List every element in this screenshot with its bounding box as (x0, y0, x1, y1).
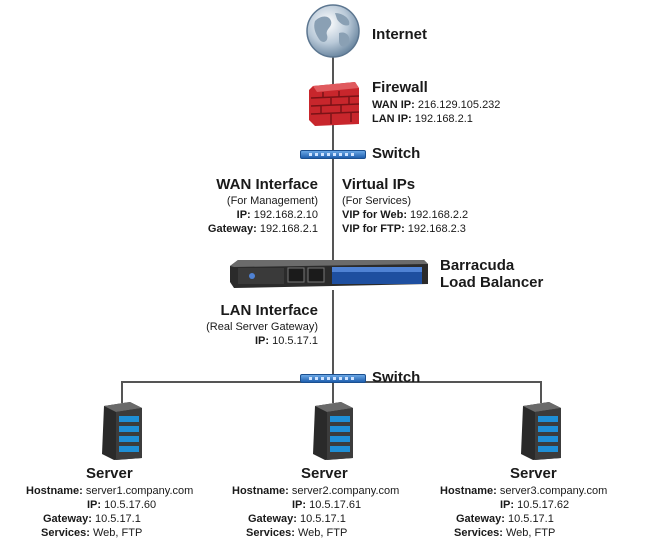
server2-ip: IP: 10.5.17.61 (292, 499, 362, 511)
server2-label: Server (301, 465, 348, 482)
lan-interface-subtitle: (Real Server Gateway) (206, 321, 318, 333)
switch-bottom-icon (300, 374, 366, 383)
vip-web: VIP for Web: 192.168.2.2 (342, 209, 469, 221)
wan-interface-gateway: Gateway: 192.168.2.1 (207, 223, 318, 235)
server1-ip: IP: 10.5.17.60 (87, 499, 157, 511)
wan-interface-block: WAN Interface (For Management) IP: 192.1… (208, 176, 318, 236)
firewall-brick-icon (305, 80, 361, 128)
firewall-lan-ip: LAN IP: 192.168.2.1 (372, 113, 473, 125)
server3-label: Server (510, 465, 557, 482)
server3-hostname: Hostname: server3.company.com (440, 485, 608, 497)
virtual-ips-title: Virtual IPs (342, 176, 416, 193)
server3-services: Services: Web, FTP (454, 527, 556, 539)
server3-gateway: Gateway: 10.5.17.1 (456, 513, 554, 525)
firewall-wan-ip: WAN IP: 216.129.105.232 (372, 99, 501, 111)
trunk-line-bottom (332, 290, 334, 382)
server1-services: Services: Web, FTP (41, 527, 143, 539)
server3-ip: IP: 10.5.17.62 (500, 499, 570, 511)
lan-interface-block: LAN Interface (Real Server Gateway) IP: … (206, 302, 318, 348)
virtual-ips-subtitle: (For Services) (342, 195, 412, 207)
server1-drop-line (121, 381, 123, 403)
wan-interface-ip: IP: 192.168.2.10 (236, 209, 318, 221)
virtual-ips-block: Virtual IPs (For Services) VIP for Web: … (342, 176, 468, 236)
server-icon (98, 400, 146, 462)
server-icon (309, 400, 357, 462)
server2-gateway: Gateway: 10.5.17.1 (248, 513, 346, 525)
server2-services: Services: Web, FTP (246, 527, 348, 539)
lan-interface-ip: IP: 10.5.17.1 (255, 335, 318, 347)
server1-hostname: Hostname: server1.company.com (26, 485, 194, 497)
server2-hostname: Hostname: server2.company.com (232, 485, 400, 497)
switch-bottom-label: Switch (372, 369, 421, 386)
load-balancer-line1: Barracuda (440, 257, 515, 274)
globe-icon (305, 3, 361, 59)
load-balancer-appliance-icon (228, 258, 430, 292)
server3-drop-line (540, 381, 542, 403)
server-icon (517, 400, 565, 462)
internet-label: Internet (372, 26, 428, 43)
wan-interface-title: WAN Interface (216, 176, 318, 193)
vip-ftp: VIP for FTP: 192.168.2.3 (342, 223, 466, 235)
switch-top-label: Switch (372, 145, 421, 162)
switch-top-icon (300, 150, 366, 159)
server1-gateway: Gateway: 10.5.17.1 (43, 513, 141, 525)
lan-interface-title: LAN Interface (220, 302, 318, 319)
wan-interface-subtitle: (For Management) (226, 195, 318, 207)
firewall-label: Firewall (372, 79, 428, 96)
server1-label: Server (86, 465, 133, 482)
server2-drop-line (332, 381, 334, 403)
load-balancer-line2: Load Balancer (440, 274, 544, 291)
